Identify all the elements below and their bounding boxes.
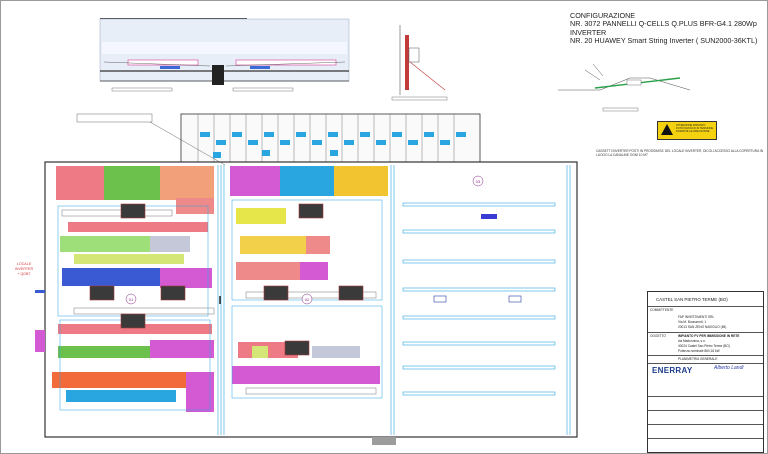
warning-sign: ATTENZIONE IMPIANTO FOTOVOLTAICO IN TENS… — [657, 121, 717, 140]
inverter-room-label: LOCALE INVERTER + QGBT — [14, 262, 34, 277]
zone2-label: 02 — [304, 297, 310, 302]
tb-client-addr1: Via M. Buonarroti, 1 — [678, 320, 707, 324]
wall-detail — [391, 25, 448, 101]
signer-name: Alberto Landi — [714, 365, 744, 371]
tb-object-label: OGGETTO — [650, 334, 666, 338]
zone3-devices — [433, 214, 522, 303]
walkways — [217, 165, 571, 435]
tb-table-title: PLANIMETRIA GENERALE — [678, 357, 718, 361]
config-line-2: NR. 3072 PANNELLI Q-CELLS Q.PLUS BFR-G4.… — [570, 19, 757, 29]
config-line-1: CONFIGURAZIONE — [570, 11, 636, 20]
zone1-arrays — [52, 166, 215, 412]
side-marker-1 — [35, 330, 45, 352]
tb-client-addr2: 20013 SAN ZENO NAVIGLIO (MI) — [678, 325, 727, 329]
config-line-3: INVERTER — [570, 27, 607, 37]
zone1-marker — [125, 293, 137, 305]
entrance — [372, 437, 396, 445]
tb-object-power: Potenza nominale 860,16 kW — [678, 349, 720, 353]
title-block: CASTEL SAN PIETRO TERME (BO) COMMITTENTE… — [647, 291, 764, 453]
inverters — [89, 203, 364, 356]
side-marker-2 — [35, 290, 45, 293]
zone3-label: 03 — [475, 179, 481, 184]
left-label-1: LOCALE — [16, 262, 32, 266]
tb-client-name: FAP INVESTIMENTI SRL — [678, 315, 715, 319]
left-label-3: + QGBT — [17, 272, 31, 276]
zone3-rows — [402, 202, 556, 396]
zone1-label: 01 — [128, 297, 134, 302]
warning-icon — [661, 124, 673, 135]
tb-object-addr2: 40024 Castel San Pietro Terme (BO) — [678, 344, 730, 348]
zone2-marker — [301, 293, 313, 305]
config-line-4: NR. 20 HUAWEY Smart String Inverter ( SU… — [570, 36, 758, 46]
tb-location: CASTEL SAN PIETRO TERME (BO) — [656, 297, 728, 302]
left-label-2: INVERTER — [14, 267, 34, 271]
zone3-marker — [472, 175, 484, 187]
inverter-note: CASSETTI INVERTER POSTI IN PROSSIMITA' D… — [596, 149, 764, 157]
slope-detail — [558, 63, 691, 112]
inverter-room — [180, 113, 481, 163]
configuration-block: CONFIGURAZIONE NR. 3072 PANNELLI Q-CELLS… — [570, 11, 760, 46]
warning-text: ATTENZIONE IMPIANTO FOTOVOLTAICO IN TENS… — [676, 124, 714, 133]
tb-object-addr1: via Madonnina, s.n. — [678, 339, 706, 343]
company-logo: ENERRAY — [652, 366, 693, 375]
section-detail — [99, 18, 350, 92]
tb-object: IMPIANTO FV PER IMMISSIONE IN RETE — [678, 334, 740, 338]
tb-client-label: COMMITTENTE — [650, 308, 674, 312]
